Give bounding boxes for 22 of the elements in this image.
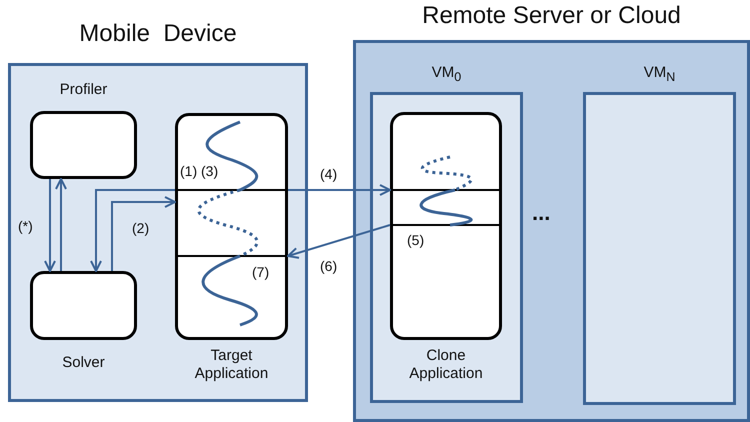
panel-title: Mobile Device (78, 20, 238, 49)
step-label: (5) (407, 232, 424, 248)
arrow (90, 189, 175, 272)
ellipsis: ... (532, 200, 550, 226)
step-label: (7) (252, 264, 270, 280)
arrow (55, 178, 67, 271)
edge-label: (6) (320, 258, 338, 274)
arrow (288, 184, 391, 196)
arrow (44, 179, 56, 272)
arrow (111, 196, 176, 271)
step-label: (*) (18, 218, 33, 234)
edge-label: (2) (132, 220, 150, 236)
node-label: Target Application (194, 347, 270, 383)
arrow (287, 224, 390, 259)
node-label: Profiler (58, 81, 108, 99)
node-label: VM$_{0}$ (430, 64, 462, 85)
node-label: VM$_{N}$ (642, 64, 676, 85)
node-label: Clone Application (408, 347, 484, 383)
node-label: Solver (61, 354, 106, 372)
step-label: (1) (3) (180, 163, 218, 179)
edge-label: (4) (320, 166, 338, 182)
panel-title: Remote Server or Cloud (421, 2, 682, 31)
